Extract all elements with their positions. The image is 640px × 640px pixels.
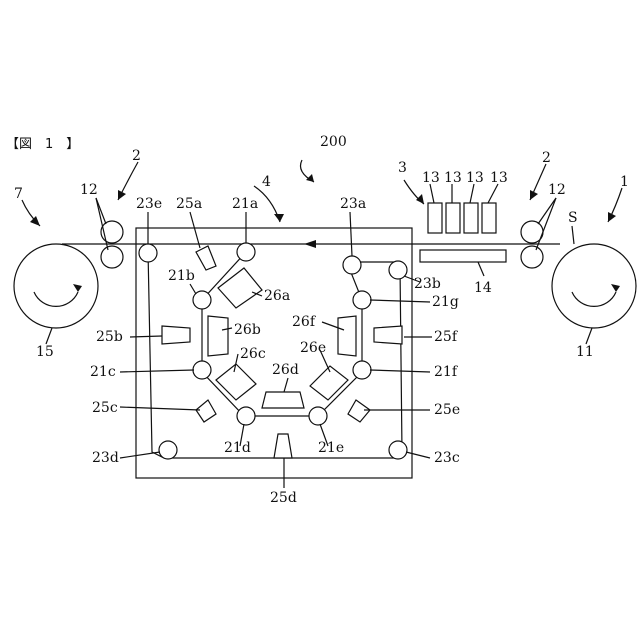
nip-roller-right-bottom <box>521 246 543 268</box>
roller-21e <box>309 407 327 425</box>
blower-25c <box>196 400 216 422</box>
label-11: 11 <box>576 344 594 360</box>
label-26c: 26c <box>240 346 266 362</box>
heater-26b <box>208 316 228 356</box>
blower-25e <box>348 400 370 422</box>
label-2-right: 2 <box>542 150 551 166</box>
label-21f: 21f <box>434 364 459 380</box>
label-21a: 21a <box>232 196 258 212</box>
label-23d: 23d <box>92 450 119 466</box>
label-21g: 21g <box>432 294 459 310</box>
label-26d: 26d <box>272 362 299 378</box>
roller-21a <box>237 243 255 261</box>
label-25c: 25c <box>92 400 118 416</box>
label-21b: 21b <box>168 268 195 284</box>
label-14: 14 <box>474 280 492 296</box>
heater-26f <box>338 316 356 356</box>
ref-arrowhead-7 <box>30 216 40 226</box>
roller-23d <box>159 441 177 459</box>
label-25b: 25b <box>96 329 123 345</box>
chamber-box <box>136 228 412 478</box>
roller-21d <box>237 407 255 425</box>
label-25e: 25e <box>434 402 460 418</box>
head-3 <box>464 203 478 233</box>
label-23b: 23b <box>414 276 441 292</box>
label-3: 3 <box>398 160 407 176</box>
label-26e: 26e <box>300 340 326 356</box>
takeup-roll <box>14 244 98 328</box>
web-arrow <box>304 240 316 248</box>
roller-21g <box>353 291 371 309</box>
roller-23c <box>389 441 407 459</box>
label-13-4: 13 <box>490 170 508 186</box>
figure-label: 【図 1 】 <box>6 137 79 152</box>
heater-26a <box>218 268 262 308</box>
label-200: 200 <box>320 134 347 150</box>
head-2 <box>446 203 460 233</box>
label-12-left: 12 <box>80 182 98 198</box>
label-13-2: 13 <box>444 170 462 186</box>
label-26b: 26b <box>234 322 261 338</box>
label-21e: 21e <box>318 440 344 456</box>
nip-roller-left-bottom <box>101 246 123 268</box>
label-21c: 21c <box>90 364 116 380</box>
heater-26d <box>262 392 304 408</box>
label-4: 4 <box>262 174 271 190</box>
head-1 <box>428 203 442 233</box>
platen <box>420 250 506 262</box>
head-4 <box>482 203 496 233</box>
label-26f: 26f <box>292 314 317 330</box>
roller-23a <box>343 256 361 274</box>
label-1: 1 <box>620 174 629 190</box>
label-23e: 23e <box>136 196 162 212</box>
label-26a: 26a <box>264 288 290 304</box>
label-21d: 21d <box>224 440 251 456</box>
label-25d: 25d <box>270 490 297 506</box>
roller-21f <box>353 361 371 379</box>
supply-roll <box>552 244 636 328</box>
roller-21c <box>193 361 211 379</box>
blower-25f <box>374 326 402 344</box>
label-23c: 23c <box>434 450 460 466</box>
blower-25b <box>162 326 190 344</box>
label-7: 7 <box>14 186 23 202</box>
heater-26c <box>216 364 256 400</box>
blower-25d <box>274 434 292 458</box>
roller-23e <box>139 244 157 262</box>
blower-25a <box>196 246 216 270</box>
label-S: S <box>568 210 578 226</box>
label-13-3: 13 <box>466 170 484 186</box>
label-25f: 25f <box>434 329 459 345</box>
label-12-right: 12 <box>548 182 566 198</box>
label-13-1: 13 <box>422 170 440 186</box>
label-2-left: 2 <box>132 148 141 164</box>
label-25a: 25a <box>176 196 202 212</box>
label-15: 15 <box>36 344 54 360</box>
label-23a: 23a <box>340 196 366 212</box>
ref-arrowhead-3 <box>416 194 424 204</box>
